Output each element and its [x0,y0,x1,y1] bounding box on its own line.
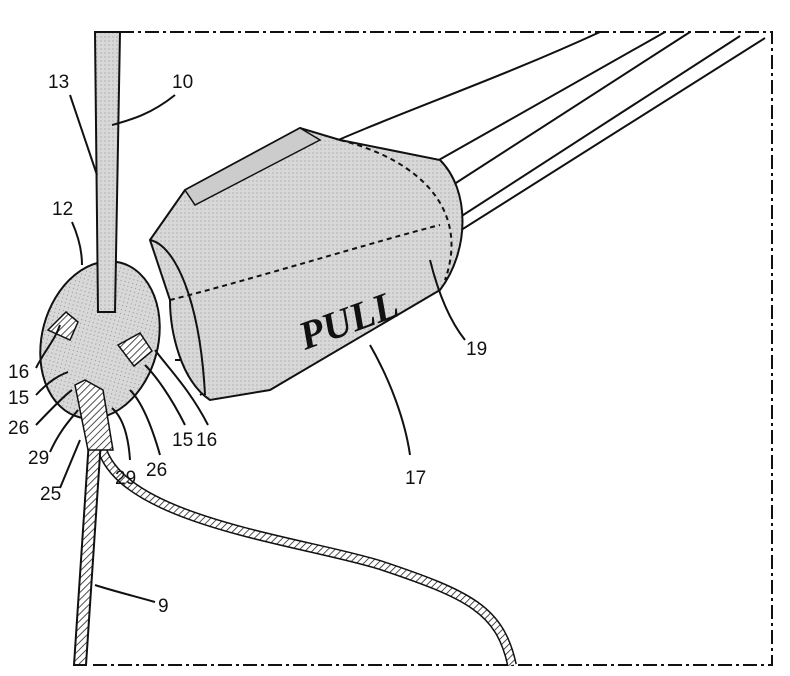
label-12: 12 [52,199,73,220]
label-13: 13 [48,72,69,93]
label-26-left: 26 [8,418,29,439]
leader-lines [35,94,466,603]
label-16-left: 16 [8,362,29,383]
label-17: 17 [405,468,426,489]
label-25: 25 [40,484,61,505]
seal-profile [39,260,161,451]
label-26-right: 26 [146,460,167,481]
label-29-right: 29 [115,468,136,489]
label-19: 19 [466,339,487,360]
shaft-10 [93,31,122,313]
pull-handle: PULL [148,126,464,402]
reference-numerals: 13 10 12 16 15 26 29 25 29 26 15 16 9 17… [8,72,487,617]
label-9: 9 [158,596,169,617]
label-29-left: 29 [28,448,49,469]
label-16-right: 16 [196,430,217,451]
label-10: 10 [172,72,193,93]
cable [95,439,517,667]
boundary-frame [90,31,773,666]
label-15-left: 15 [8,388,29,409]
label-15-right: 15 [172,430,193,451]
